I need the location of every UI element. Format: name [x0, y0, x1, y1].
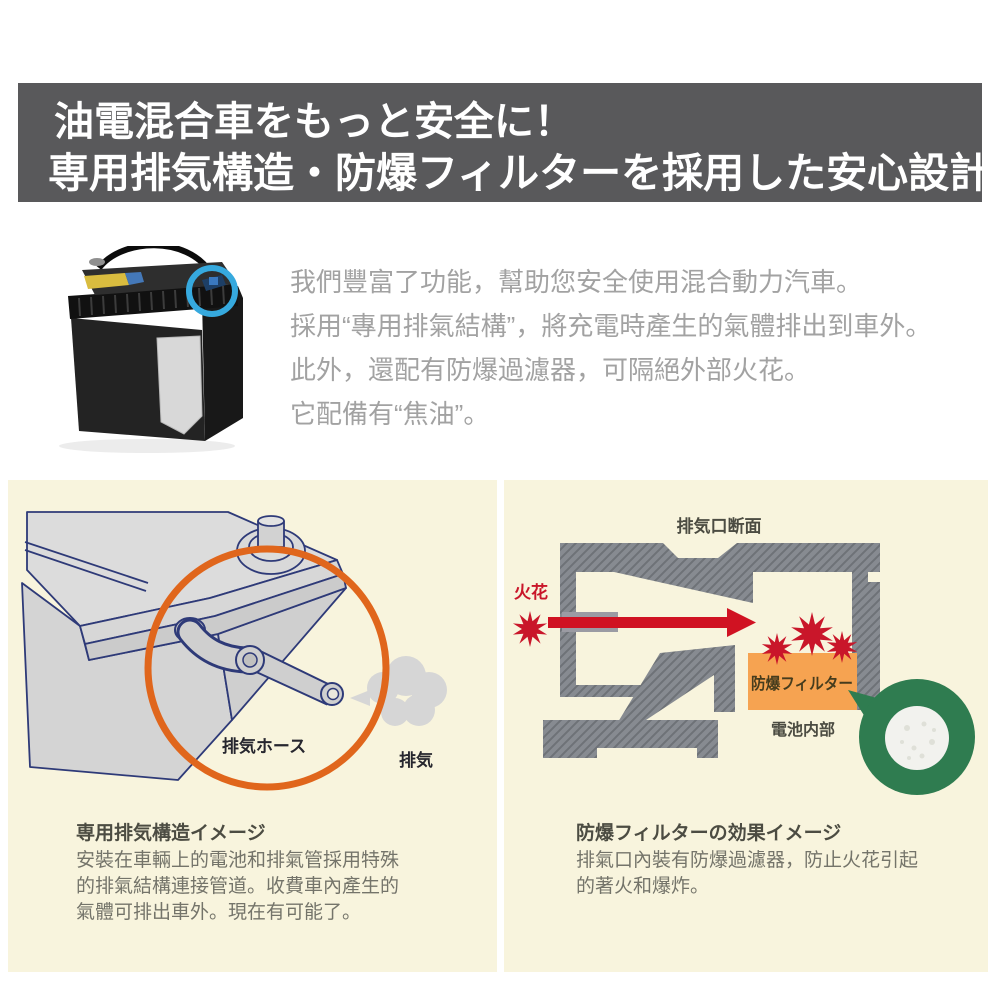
exhaust-cloud [350, 656, 447, 726]
headline-banner: 油電混合車をもっと安全に！ 専用排気構造・防爆フィルターを採用した安心設計 [18, 83, 990, 202]
spark-burst-icon [791, 612, 833, 656]
exhaust-caption-line-2: 的排氣結構連接管道。收費車內產生的 [76, 876, 400, 897]
battery-right-face [202, 286, 243, 441]
exhaust-caption-line-1: 安裝在車輛上的電池和排氣管採用特殊 [76, 850, 400, 871]
filter-photo-bubble [848, 679, 975, 795]
battery-handle [96, 246, 213, 274]
exhaust-label: 排気 [399, 750, 433, 770]
intro-line-1: 我們豐富了功能，幫助您安全使用混合動力汽車。 [290, 267, 863, 297]
filter-caption-line-1: 排氣口內裝有防爆過濾器，防止火花引起 [576, 850, 919, 871]
filter-box [748, 653, 857, 710]
filter-effect-caption: 防爆フィルターの効果イメージ 排氣口內裝有防爆過濾器，防止火花引起 的著火和爆炸… [576, 822, 976, 900]
battery-terminal [89, 258, 105, 266]
filter-caption-line-2: 的著火和爆炸。 [576, 876, 710, 897]
battery-shadow [59, 439, 235, 453]
battery-silver-label [156, 335, 203, 435]
spark-arrow-shaft [548, 617, 727, 628]
spark-burst-icon [512, 611, 548, 647]
sponge-texture [900, 721, 936, 760]
filter-box-label: 防爆フィルター [751, 674, 853, 693]
exhaust-caption-title: 専用排気構造イメージ [76, 823, 266, 844]
lid-step-line [24, 549, 147, 592]
hose-collar-hole [242, 652, 258, 668]
spark-arrow-head [727, 608, 756, 637]
hose-label: 排気ホース [222, 736, 306, 756]
battery-label-yellow [84, 273, 129, 289]
cross-section-funnel [605, 570, 753, 603]
filter-effect-diagram: 排気口断面 火花 防爆フィルター 電池内部 [512, 516, 975, 795]
cross-section-top-bar [560, 543, 880, 572]
intro-text: 我們豐富了功能，幫助您安全使用混合動力汽車。 採用“專用排氣結構”，將充電時產生… [290, 260, 931, 436]
exhaust-structure-diagram: 排気ホース 排気 [21, 511, 447, 791]
cross-section-bottom-bar [543, 720, 718, 758]
battery-product-photo [59, 246, 243, 453]
intro-line-2: 採用“專用排氣結構”，將充電時產生的氣體排出到車外。 [290, 311, 932, 341]
section-label: 排気口断面 [677, 516, 762, 536]
battery-vent-tab [209, 277, 218, 285]
spark-burst-icon [761, 633, 793, 665]
spark-label: 火花 [514, 582, 548, 602]
cross-section-right-column [852, 572, 880, 710]
nozzle-tip-hole [326, 687, 340, 701]
exhaust-structure-panel: 排気ホース 排気 専用排気構造イメージ 安裝在車輛上的電池和排氣管採用特殊 的排… [8, 480, 497, 972]
filter-sponge-ball [885, 706, 949, 770]
headline-line-2: 専用排気構造・防爆フィルターを採用した安心設計 [48, 150, 991, 196]
filter-effect-panel: 排気口断面 火花 防爆フィルター 電池内部 防爆フィルターの効果イメージ 排氣口… [504, 480, 988, 972]
terminal-post-top [257, 515, 285, 527]
filter-caption-title: 防爆フィルターの効果イメージ [576, 823, 842, 844]
intro-line-4: 它配備有“焦油”。 [290, 399, 490, 429]
battery-label-blue [125, 272, 144, 285]
vent-highlight-circle [186, 265, 238, 317]
exhaust-structure-caption: 専用排気構造イメージ 安裝在車輛上的電池和排氣管採用特殊 的排氣結構連接管道。收… [76, 822, 476, 926]
highlight-circle [144, 545, 390, 791]
intro-line-3: 此外，還配有防爆過濾器，可隔絕外部火花。 [290, 355, 811, 385]
exhaust-port-cross-section [543, 543, 880, 758]
battery-lid-band [68, 284, 238, 319]
lid-step-line [24, 541, 149, 584]
headline-line-1: 油電混合車をもっと安全に！ [54, 100, 574, 144]
battery-inner-label: 電池内部 [771, 720, 835, 739]
exhaust-caption-line-3: 氣體可排出車外。現在有可能了。 [76, 902, 362, 923]
cross-section-baffle [618, 645, 735, 722]
spark-burst-icon [826, 631, 858, 663]
